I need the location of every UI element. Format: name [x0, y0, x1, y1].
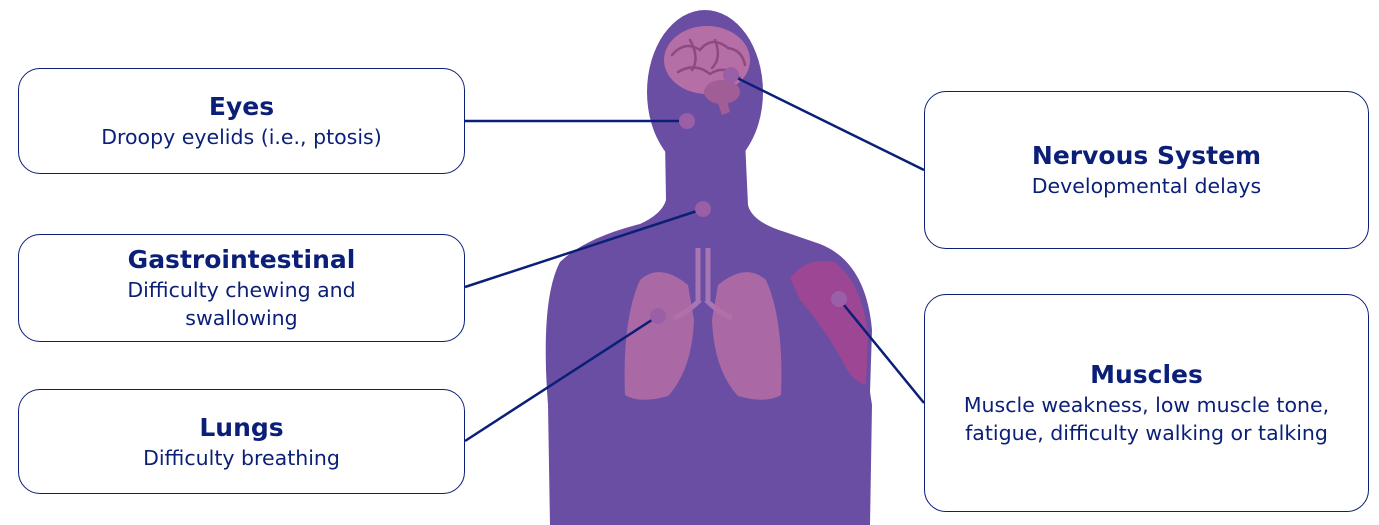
nervous-system-marker — [723, 67, 739, 83]
gastrointestinal-title: Gastrointestinal — [128, 244, 356, 276]
muscles-title: Muscles — [1090, 359, 1203, 391]
eyes-marker — [679, 113, 695, 129]
lungs-title: Lungs — [199, 412, 283, 444]
nervous-system-callout: Nervous System Developmental delays — [924, 91, 1369, 249]
eyes-title: Eyes — [209, 91, 274, 123]
gastrointestinal-description: Difficulty chewing and swallowing — [92, 276, 392, 332]
lungs-callout: Lungs Difficulty breathing — [18, 389, 465, 494]
lungs-marker — [650, 308, 666, 324]
eyes-callout: Eyes Droopy eyelids (i.e., ptosis) — [18, 68, 465, 174]
muscles-callout: Muscles Muscle weakness, low muscle tone… — [924, 294, 1369, 512]
eyes-description: Droopy eyelids (i.e., ptosis) — [101, 123, 381, 151]
nervous-system-description: Developmental delays — [1032, 172, 1261, 200]
muscles-description: Muscle weakness, low muscle tone, fatigu… — [957, 391, 1337, 447]
muscles-marker — [831, 291, 847, 307]
gastrointestinal-callout: Gastrointestinal Difficulty chewing and … — [18, 234, 465, 342]
nervous-system-title: Nervous System — [1032, 140, 1261, 172]
gastrointestinal-marker — [695, 201, 711, 217]
lungs-description: Difficulty breathing — [143, 444, 340, 472]
